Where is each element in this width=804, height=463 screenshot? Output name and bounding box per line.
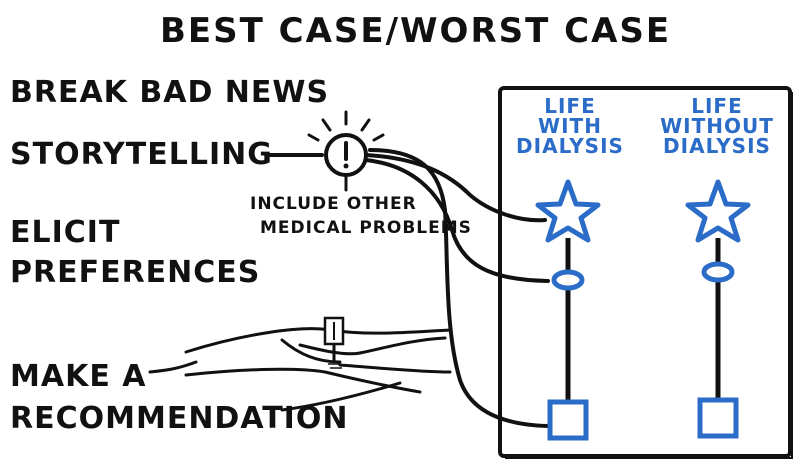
column-heading-line: WITH	[538, 114, 602, 138]
connector-to-square	[368, 148, 550, 428]
recommend-connector-top	[148, 360, 198, 374]
column-heading-line: LIFE	[691, 94, 743, 118]
column-heading-line: DIALYSIS	[516, 134, 624, 158]
note-line1: INCLUDE OTHER	[250, 194, 417, 214]
step-storytelling: STORYTELLING	[10, 137, 273, 172]
step-recommend-line1: MAKE A	[10, 359, 147, 394]
page-title: BEST CASE/WORST CASE	[160, 11, 672, 51]
column-heading-with-dialysis: LIFE WITH DIALYSIS	[504, 96, 636, 156]
square-marker-icon	[697, 397, 739, 439]
lightbulb-icon	[307, 110, 385, 192]
star-icon	[685, 179, 751, 243]
step-elicit-line1: ELICIT	[10, 215, 121, 250]
column-heading-line: DIALYSIS	[663, 134, 771, 158]
column-heading-without-dialysis: LIFE WITHOUT DIALYSIS	[652, 96, 782, 156]
ellipse-marker-icon	[701, 261, 735, 283]
step-break-bad-news: BREAK BAD NEWS	[10, 75, 330, 110]
recommend-connector-bottom	[280, 381, 402, 412]
signpost-icon	[323, 316, 345, 369]
scenario-board	[498, 86, 792, 458]
ellipse-marker-icon	[551, 269, 585, 291]
connector-to-ellipse	[364, 158, 550, 283]
step-elicit-line2: PREFERENCES	[10, 255, 261, 290]
star-icon	[535, 179, 601, 243]
road-icon	[184, 327, 452, 394]
column-heading-line: LIFE	[544, 94, 596, 118]
column-heading-line: WITHOUT	[660, 114, 774, 138]
connector-to-star	[364, 153, 547, 223]
board-shadow	[505, 92, 793, 459]
note-line2: MEDICAL PROBLEMS	[260, 218, 472, 238]
square-marker-icon	[547, 399, 589, 441]
